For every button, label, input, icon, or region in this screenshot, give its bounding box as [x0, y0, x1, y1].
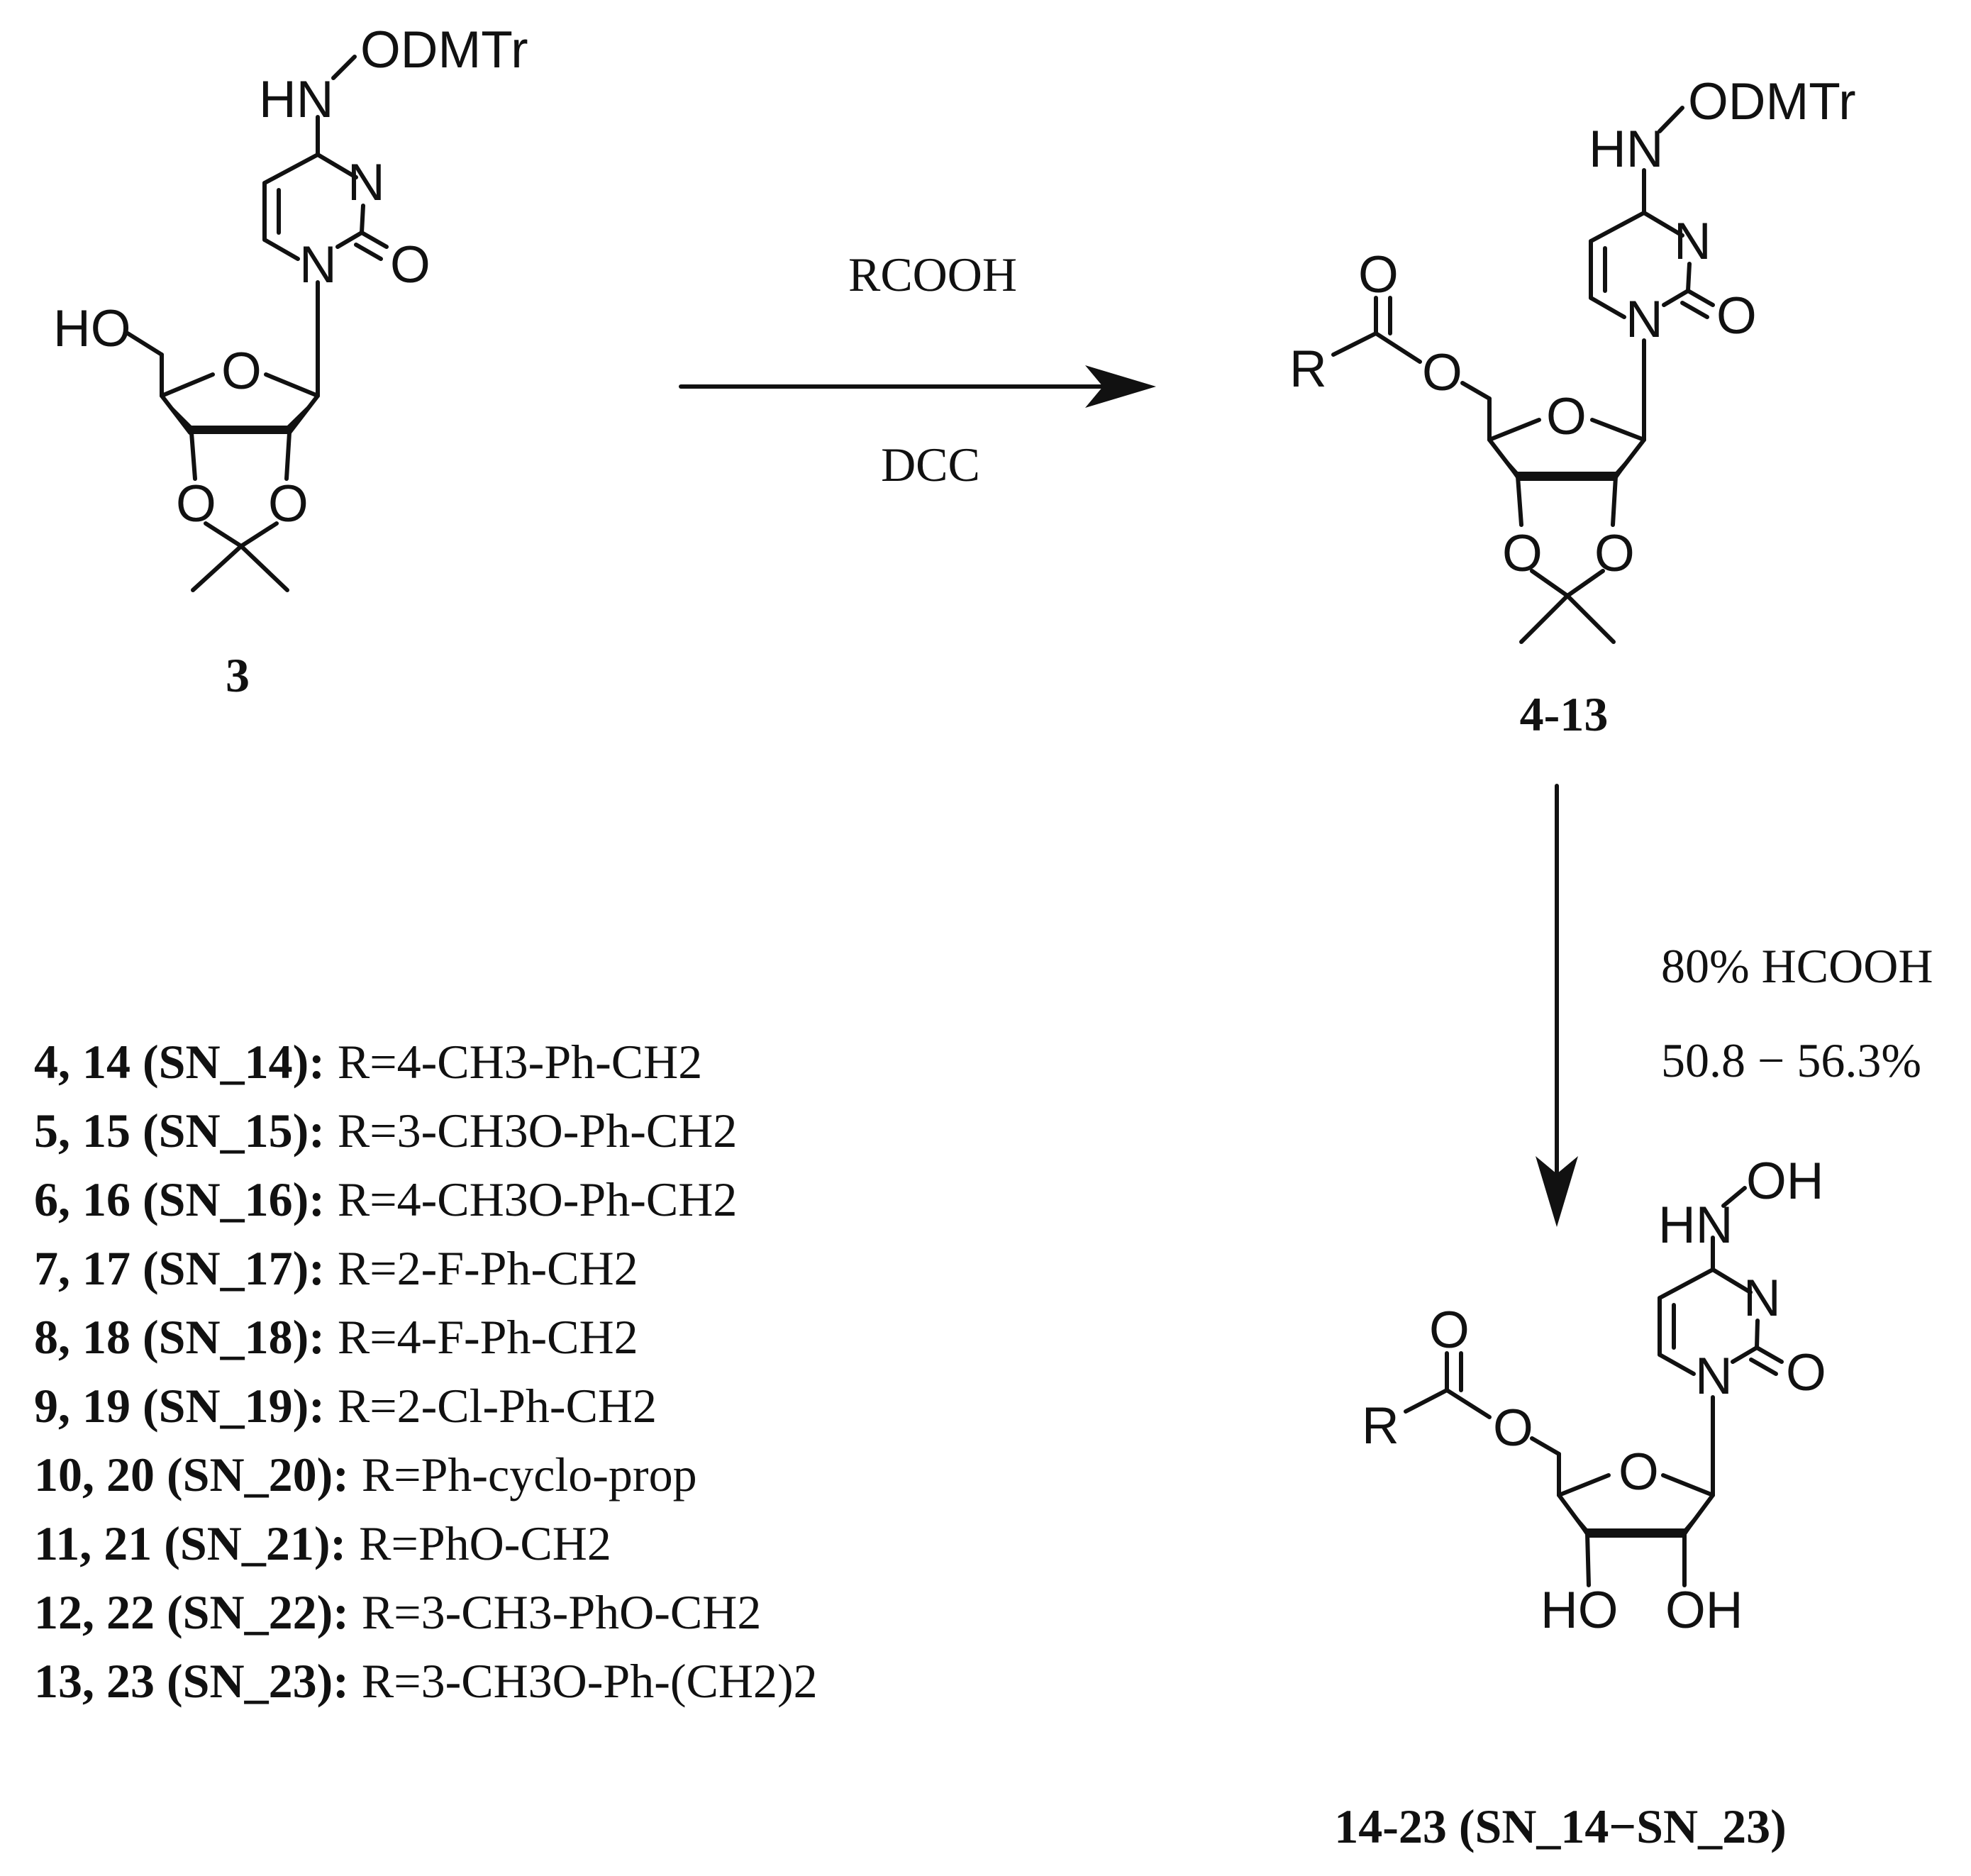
- row-ids: 10, 20 (SN_20):: [34, 1448, 349, 1502]
- ring-o-label: O: [1546, 388, 1587, 445]
- step2-reagent: 80% HCOOH: [1661, 939, 1933, 993]
- step1-arrow: [679, 365, 1156, 408]
- r-group-row: 10, 20 (SN_20):R=Ph-cyclo-prop: [34, 1448, 697, 1502]
- row-ids: 6, 16 (SN_16):: [34, 1172, 325, 1226]
- compound-14-23-id: 14-23 (SN_14−SN_23): [1334, 1799, 1787, 1853]
- row-r: R=4-CH3-Ph-CH2: [338, 1035, 702, 1089]
- r-group-row: 8, 18 (SN_18):R=4-F-Ph-CH2: [34, 1310, 638, 1364]
- carbonyl-o-label: O: [1786, 1344, 1826, 1402]
- compound-3-id: 3: [226, 648, 250, 702]
- odmtr-label: ODMTr: [1688, 73, 1856, 131]
- row-r: R=4-F-Ph-CH2: [338, 1310, 638, 1364]
- r-group-row: 5, 15 (SN_15):R=3-CH3O-Ph-CH2: [34, 1104, 737, 1158]
- compound-4-13-structure: [1331, 106, 1715, 644]
- compound-4-13-id: 4-13: [1520, 687, 1609, 741]
- acetonide-o-left-label: O: [176, 475, 216, 533]
- row-r: R=3-CH3O-Ph-CH2: [338, 1104, 738, 1158]
- r-group-row: 11, 21 (SN_21):R=PhO-CH2: [34, 1516, 611, 1570]
- r-group-list: 4, 14 (SN_14):R=4-CH3-Ph-CH2 5, 15 (SN_1…: [34, 1035, 818, 1708]
- r-group-row: 6, 16 (SN_16):R=4-CH3O-Ph-CH2: [34, 1172, 737, 1226]
- row-r: R=Ph-cyclo-prop: [362, 1448, 697, 1502]
- compound-3-structure: [126, 55, 389, 592]
- r-group-label: R: [1289, 340, 1327, 398]
- ester-carbonyl-o-label: O: [1429, 1301, 1470, 1359]
- acetonide-o-right-label: O: [1594, 525, 1635, 582]
- row-ids: 9, 19 (SN_19):: [34, 1379, 325, 1433]
- ester-o-label: O: [1493, 1399, 1533, 1457]
- row-ids: 7, 17 (SN_17):: [34, 1241, 325, 1295]
- row-ids: 4, 14 (SN_14):: [34, 1035, 325, 1089]
- n3-label: N: [1674, 213, 1711, 270]
- ester-o-label: O: [1422, 344, 1462, 401]
- carbonyl-o-label: O: [390, 236, 431, 294]
- n3-label: N: [348, 154, 385, 211]
- ho-5prime-label: HO: [53, 300, 131, 357]
- acetonide-o-right-label: O: [268, 475, 309, 533]
- r-group-row: 4, 14 (SN_14):R=4-CH3-Ph-CH2: [34, 1035, 702, 1089]
- n3-label: N: [1743, 1270, 1781, 1327]
- ho-2prime-label: HO: [1540, 1582, 1619, 1639]
- r-group-row: 13, 23 (SN_23):R=3-CH3O-Ph-(CH2)2: [34, 1654, 818, 1708]
- row-r: R=4-CH3O-Ph-CH2: [338, 1172, 738, 1226]
- oh-3prime-label: OH: [1665, 1582, 1743, 1639]
- hn-label: HN: [1589, 121, 1663, 178]
- step2-arrow: [1536, 784, 1578, 1227]
- row-r: R=2-Cl-Ph-CH2: [338, 1379, 657, 1433]
- n-oh-label: OH: [1746, 1153, 1824, 1210]
- ester-carbonyl-o-label: O: [1358, 246, 1399, 304]
- r-group-label: R: [1362, 1397, 1399, 1455]
- r-group-row: 12, 22 (SN_22):R=3-CH3-PhO-CH2: [34, 1585, 761, 1639]
- n1-label: N: [1626, 291, 1663, 348]
- odmtr-label: ODMTr: [360, 21, 528, 79]
- n1-label: N: [1695, 1348, 1733, 1405]
- ring-o-label: O: [221, 343, 262, 400]
- row-ids: 12, 22 (SN_22):: [34, 1585, 349, 1639]
- row-ids: 8, 18 (SN_18):: [34, 1310, 325, 1364]
- step2-yield: 50.8 − 56.3%: [1661, 1033, 1921, 1087]
- ring-o-label: O: [1619, 1443, 1659, 1501]
- step1-conditions: DCC: [881, 438, 980, 492]
- hn-label: HN: [1658, 1197, 1733, 1254]
- row-r: R=3-CH3-PhO-CH2: [362, 1585, 762, 1639]
- row-r: R=3-CH3O-Ph-(CH2)2: [362, 1654, 818, 1708]
- hn-label: HN: [259, 71, 333, 128]
- row-r: R=2-F-Ph-CH2: [338, 1241, 638, 1295]
- step1-reagent: RCOOH: [848, 248, 1017, 301]
- row-r: R=PhO-CH2: [359, 1516, 611, 1570]
- n1-label: N: [299, 236, 337, 294]
- r-group-row: 7, 17 (SN_17):R=2-F-Ph-CH2: [34, 1241, 638, 1295]
- compound-14-23-structure: [1404, 1186, 1784, 1587]
- row-ids: 13, 23 (SN_23):: [34, 1654, 349, 1708]
- row-ids: 5, 15 (SN_15):: [34, 1104, 325, 1158]
- r-group-row: 9, 19 (SN_19):R=2-Cl-Ph-CH2: [34, 1379, 657, 1433]
- acetonide-o-left-label: O: [1502, 525, 1543, 582]
- row-ids: 11, 21 (SN_21):: [34, 1516, 346, 1570]
- carbonyl-o-label: O: [1716, 287, 1757, 345]
